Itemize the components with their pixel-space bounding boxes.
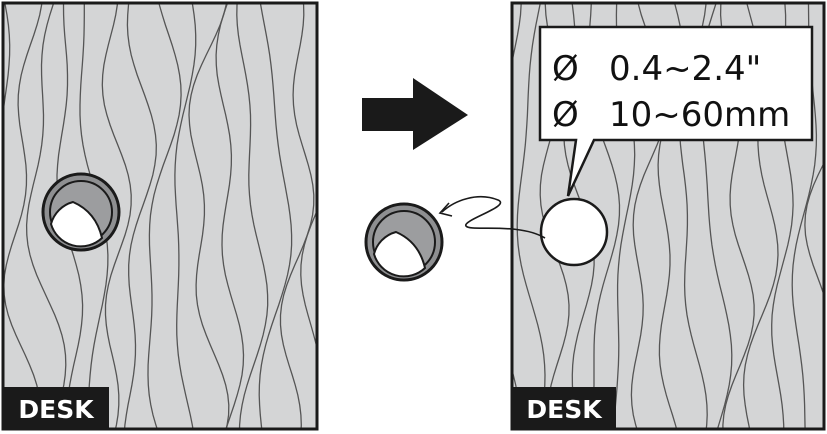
desk-left-panel: DESK xyxy=(1,1,319,431)
callout-line1-value: 0.4~2.4" xyxy=(609,49,761,89)
callout-line2-symbol: Ø xyxy=(552,95,579,135)
desk-hole-icon xyxy=(539,197,609,267)
desk-left-label: DESK xyxy=(18,395,95,424)
wood-grain-line xyxy=(147,3,182,429)
desk-left-border xyxy=(1,1,319,431)
size-callout-bubble xyxy=(538,25,814,197)
wood-grain-line xyxy=(3,3,43,429)
desk-right-border xyxy=(510,1,826,431)
callout-line1-symbol: Ø xyxy=(552,49,579,89)
removal-path-arrow-icon xyxy=(438,196,546,239)
wood-grain-line xyxy=(123,3,157,429)
wood-grain-line xyxy=(516,3,546,429)
grommet-in-desk-icon xyxy=(41,172,121,252)
wood-grain-line xyxy=(279,3,315,429)
desk-left-label-box xyxy=(3,387,109,429)
wood-grain-line xyxy=(236,3,269,429)
wood-grain-line xyxy=(101,3,132,429)
grommet-removed-icon xyxy=(364,202,444,282)
wood-grain-line xyxy=(3,3,11,429)
wood-grain-line xyxy=(188,3,230,429)
wood-grain-line xyxy=(258,3,293,429)
wood-grain-line xyxy=(300,209,317,352)
wood-grain-line xyxy=(174,3,197,429)
right-arrow-icon xyxy=(362,78,468,150)
wood-grain-left xyxy=(3,3,317,429)
desk-right-label-box xyxy=(512,387,616,429)
wood-grain-line xyxy=(804,161,824,298)
wood-grain-line xyxy=(215,3,245,429)
callout-line2-value: 10~60mm xyxy=(609,95,790,135)
desk-right-panel: DESK Ø 0.4~2.4" Ø 10~60mm xyxy=(510,1,826,431)
wood-grain-line xyxy=(25,3,67,429)
desk-right-label: DESK xyxy=(526,395,603,424)
